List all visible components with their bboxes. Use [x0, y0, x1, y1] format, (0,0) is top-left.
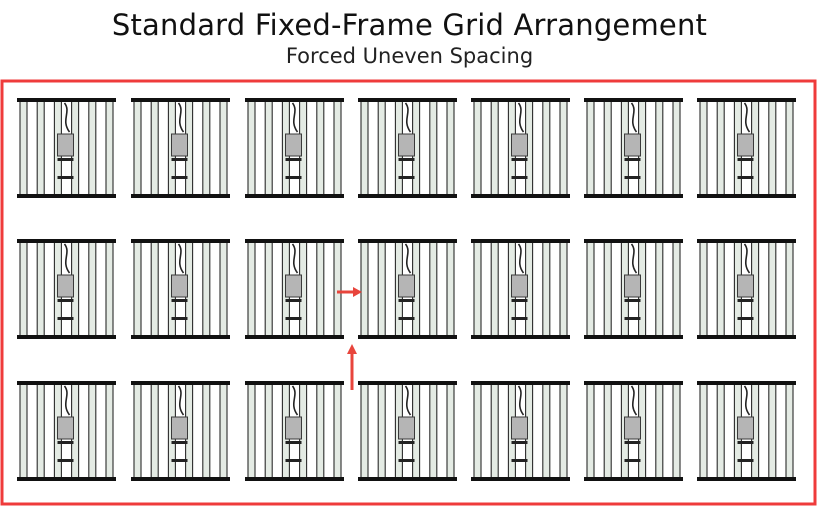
grow-light-fixture-icon: [245, 239, 344, 339]
page-subtitle: Forced Uneven Spacing: [285, 44, 534, 68]
grow-light-fixture-icon: [358, 381, 457, 481]
grow-light-fixture-icon: [697, 98, 796, 198]
grow-light-fixture-icon: [584, 381, 683, 481]
grow-light-fixture-icon: [471, 98, 570, 198]
grow-light-fixture-icon: [584, 239, 683, 339]
page-title: Standard Fixed-Frame Grid Arrangement: [111, 8, 708, 42]
grow-light-fixture-icon: [358, 239, 457, 339]
grow-light-fixture-icon: [17, 381, 116, 481]
arrow-right-icon: [337, 287, 362, 297]
spacing-arrows: [337, 287, 362, 390]
grow-light-fixture-icon: [131, 381, 230, 481]
grow-light-fixture-icon: [697, 381, 796, 481]
grow-light-fixture-icon: [17, 98, 116, 198]
grow-light-fixture-icon: [584, 98, 683, 198]
grow-light-fixture-icon: [697, 239, 796, 339]
grow-light-fixture-icon: [245, 98, 344, 198]
arrow-up-icon: [347, 344, 357, 390]
grow-light-fixture-icon: [471, 239, 570, 339]
grow-light-fixture-icon: [358, 98, 457, 198]
grow-light-fixture-icon: [17, 239, 116, 339]
grow-light-fixture-icon: [131, 98, 230, 198]
grow-light-fixture-icon: [245, 381, 344, 481]
grow-light-fixture-icon: [131, 239, 230, 339]
fixture-grid: [17, 98, 796, 481]
grow-light-fixture-icon: [471, 381, 570, 481]
fixed-frame-border: [0, 79, 817, 506]
